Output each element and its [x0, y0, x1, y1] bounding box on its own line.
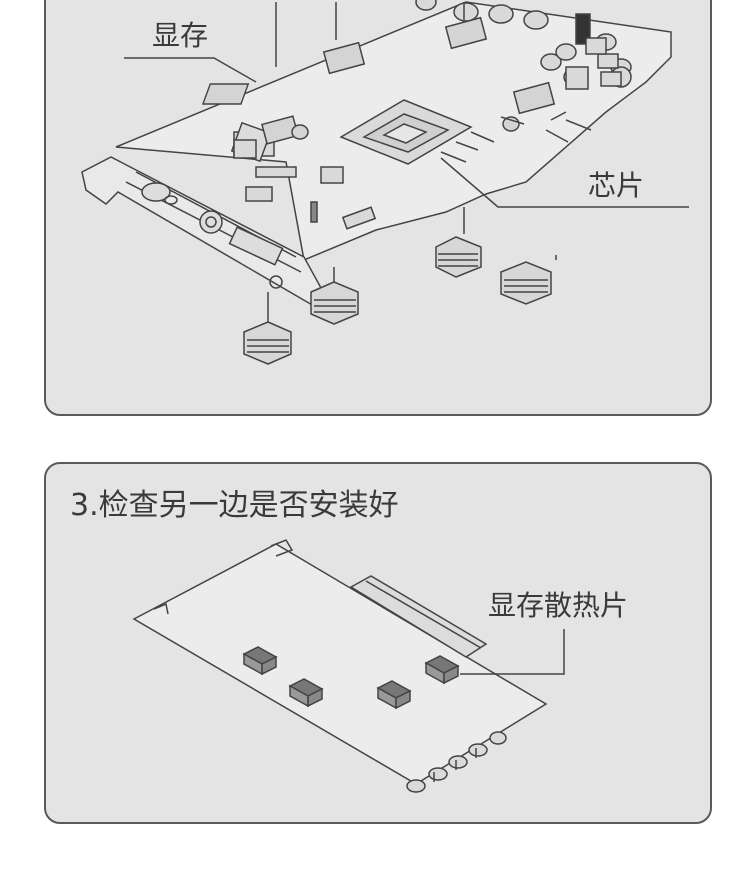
memory-chip-1: [201, 83, 250, 105]
chip-leader-line: [440, 157, 689, 208]
memory-leader-line: [124, 2, 465, 83]
memory-chip-3: [444, 16, 488, 50]
chip-label: 芯片: [588, 169, 645, 202]
graphics-card-back-drawing: [132, 539, 565, 793]
svideo-port: [199, 210, 223, 234]
vga-port: [141, 182, 171, 202]
heatsink-2: [500, 261, 552, 305]
dvi-port: [228, 226, 284, 266]
card-board-back: [132, 543, 548, 785]
memory-chip-4: [512, 81, 556, 115]
memory-heatsink-1: [242, 646, 278, 676]
memory-heatsink-4: [424, 655, 460, 685]
memory-heatsink-leader-line: [460, 629, 565, 675]
bottom-illustration-panel: 3.检查另一边是否安装好: [44, 462, 712, 824]
memory-heatsink-label: 显存散热片: [488, 589, 629, 622]
heatsink-4: [243, 321, 292, 365]
bottom-connectors: [406, 731, 507, 793]
heatsink-3: [310, 281, 359, 325]
capacitors: [415, 0, 632, 90]
memory-chip-2: [322, 41, 366, 75]
graphics-card-front-drawing: [81, 0, 689, 365]
memory-label: 显存: [152, 19, 209, 52]
step-title: 3.检查另一边是否安装好: [70, 488, 399, 523]
memory-heatsink-2: [288, 678, 324, 708]
top-illustration-panel: 显存 芯片: [44, 0, 712, 416]
card-bracket-back: [349, 575, 488, 658]
heatsink-1: [435, 236, 482, 278]
memory-heatsink-3: [376, 680, 412, 710]
